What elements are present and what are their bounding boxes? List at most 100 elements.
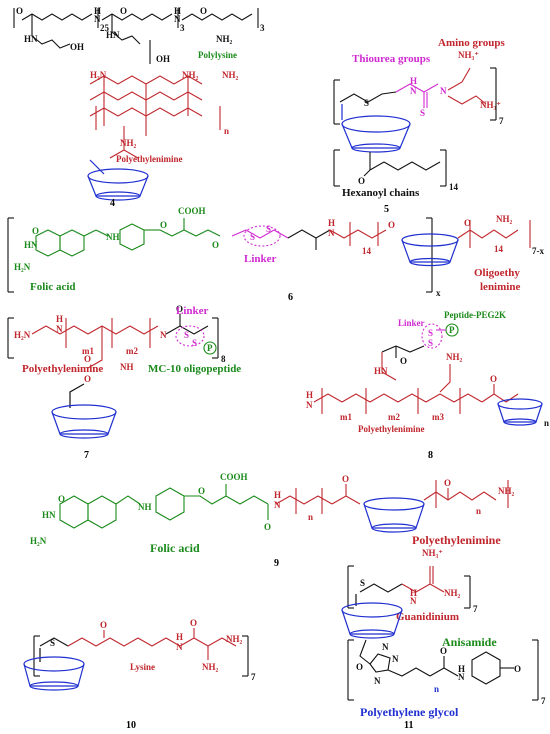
pei-4-skeleton bbox=[89, 75, 221, 159]
cyclodextrin-9 bbox=[363, 497, 425, 533]
oligoethylenimine-right-6 bbox=[457, 220, 531, 248]
atom-o: O bbox=[176, 304, 183, 314]
subscript-8: 8 bbox=[221, 354, 226, 364]
atom-n: N bbox=[440, 86, 447, 96]
atom-s: S bbox=[428, 328, 433, 338]
atom-s: S bbox=[250, 232, 255, 242]
atom-n: N bbox=[410, 596, 417, 606]
atom-n: N bbox=[410, 86, 417, 96]
atom-nh2: NH₂ bbox=[446, 352, 463, 362]
subscript-7: 7 bbox=[499, 116, 504, 126]
atom-o: O bbox=[190, 618, 197, 628]
label-polyethylenimine: Polyethylenimine bbox=[22, 363, 103, 375]
label-hexanoyl-chains: Hexanoyl chains bbox=[342, 187, 420, 199]
lysine-chain-10 bbox=[67, 628, 237, 660]
subscript-25: 25 bbox=[100, 23, 110, 33]
atom-hn: HN bbox=[24, 34, 38, 44]
thiourea-linker bbox=[395, 83, 439, 108]
subscript-m2: m2 bbox=[388, 412, 400, 422]
atom-o: O bbox=[444, 478, 451, 488]
atom-h: H bbox=[306, 390, 313, 400]
atom-nh: NH bbox=[120, 362, 134, 372]
atom-o: O bbox=[198, 486, 205, 496]
label-polyethylene-glycol: Polyethylene glycol bbox=[360, 705, 459, 719]
cyclodextrin-6 bbox=[401, 233, 459, 267]
amino-arms bbox=[447, 67, 487, 105]
subscript-x: x bbox=[436, 288, 441, 298]
label-linker: Linker bbox=[398, 318, 425, 328]
atom-o: O bbox=[342, 474, 349, 484]
label-lysine: Lysine bbox=[130, 662, 155, 672]
triazole-peg-arm bbox=[347, 639, 539, 701]
hexanoyl-chain bbox=[333, 149, 447, 187]
label-polyethylenimine: Polyethylenimine bbox=[412, 533, 501, 547]
atom-o: O bbox=[120, 6, 127, 16]
atom-o: O bbox=[58, 494, 65, 504]
atom-o: O bbox=[84, 354, 91, 364]
atom-h2n: H₂N bbox=[90, 70, 107, 80]
atom-nh2: NH₂ bbox=[202, 662, 219, 672]
atom-h: H bbox=[410, 76, 417, 86]
pei-left-9 bbox=[275, 484, 361, 514]
thioether-arm-5 bbox=[333, 67, 497, 125]
atom-s: S bbox=[50, 638, 55, 648]
peptide-bead-8: P bbox=[445, 323, 459, 337]
atom-o: O bbox=[84, 374, 91, 384]
label-peptide-peg2k: Peptide-PEG2K bbox=[444, 310, 506, 320]
subscript-14: 14 bbox=[449, 182, 459, 192]
label-folic-acid: Folic acid bbox=[150, 541, 200, 555]
atom-o: O bbox=[160, 220, 167, 230]
atom-nh2: NH₂ bbox=[498, 486, 515, 496]
compound-9: O HN H₂N NH COOH O O Folic acid H N n O bbox=[30, 472, 515, 569]
disulfide-linker-6 bbox=[231, 225, 289, 247]
atom-n: N bbox=[392, 654, 399, 664]
atom-h: H bbox=[328, 218, 335, 228]
atom-n: N bbox=[306, 400, 313, 410]
compound-11: S NH₃⁺ H N NH₂ 7 Guanidinium bbox=[341, 548, 546, 731]
atom-o: O bbox=[464, 218, 471, 228]
atom-nh: NH bbox=[106, 232, 120, 242]
atom-h2n: H₂N bbox=[30, 536, 47, 546]
pei-right-9 bbox=[423, 480, 509, 508]
compound-number-6: 6 bbox=[288, 292, 293, 303]
atom-n: N bbox=[274, 500, 281, 510]
pei-7 bbox=[31, 318, 159, 369]
label-linker: Linker bbox=[176, 305, 209, 317]
compound-5: Amino groups NH₃⁺ Thiourea groups H N N … bbox=[333, 37, 505, 215]
label-linker: Linker bbox=[244, 253, 277, 265]
cyclodextrin-8 bbox=[497, 398, 543, 426]
guanidinium-group bbox=[401, 566, 445, 593]
atom-n: N bbox=[56, 324, 63, 334]
subscript-n: n bbox=[308, 512, 313, 522]
atom-o: O bbox=[32, 226, 39, 236]
atom-s: S bbox=[266, 224, 271, 234]
cyclodextrin-11 bbox=[341, 594, 403, 639]
atom-h: H bbox=[274, 490, 281, 500]
atom-hn: HN bbox=[106, 30, 120, 40]
subscript-3: 3 bbox=[180, 23, 185, 33]
label-polyethylenimine: Polyethylenimine bbox=[358, 424, 425, 434]
atom-h: H bbox=[458, 664, 465, 674]
atom-s: S bbox=[364, 98, 369, 108]
compound-number-9: 9 bbox=[274, 558, 279, 569]
subscript-7-x: 7-x bbox=[532, 246, 544, 256]
pteridine-9 bbox=[59, 484, 269, 529]
disulfide-linker-8 bbox=[421, 323, 446, 349]
atom-n: N bbox=[176, 642, 183, 652]
atom-nh3-plus: NH₃⁺ bbox=[422, 548, 443, 558]
atom-o: O bbox=[100, 620, 107, 630]
subscript-7: 7 bbox=[473, 604, 478, 614]
subscript-n: n bbox=[224, 126, 229, 136]
label-anisamide: Anisamide bbox=[442, 635, 497, 649]
atom-o: O bbox=[358, 176, 365, 186]
atom-o: O bbox=[514, 664, 521, 674]
atom-cooh: COOH bbox=[178, 206, 206, 216]
atom-oh: OH bbox=[70, 42, 84, 52]
compound-6: O HN H₂N NH COOH O O Folic acid S S Link… bbox=[7, 206, 544, 303]
label-oligoethylenimine-line1: Oligoethy bbox=[474, 267, 520, 279]
atom-o: O bbox=[264, 522, 271, 532]
atom-n: N bbox=[328, 228, 335, 238]
label-thiourea-groups: Thiourea groups bbox=[352, 53, 431, 65]
subscript-m2: m2 bbox=[126, 346, 138, 356]
